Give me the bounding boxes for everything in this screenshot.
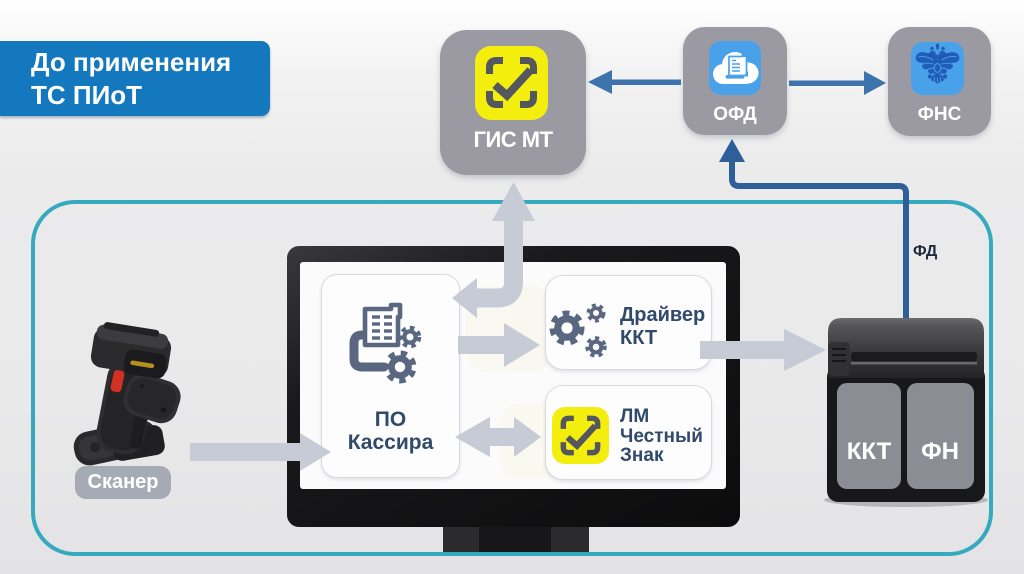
svg-text:ККТ: ККТ [847, 438, 892, 465]
svg-text:ФН: ФН [921, 438, 959, 465]
